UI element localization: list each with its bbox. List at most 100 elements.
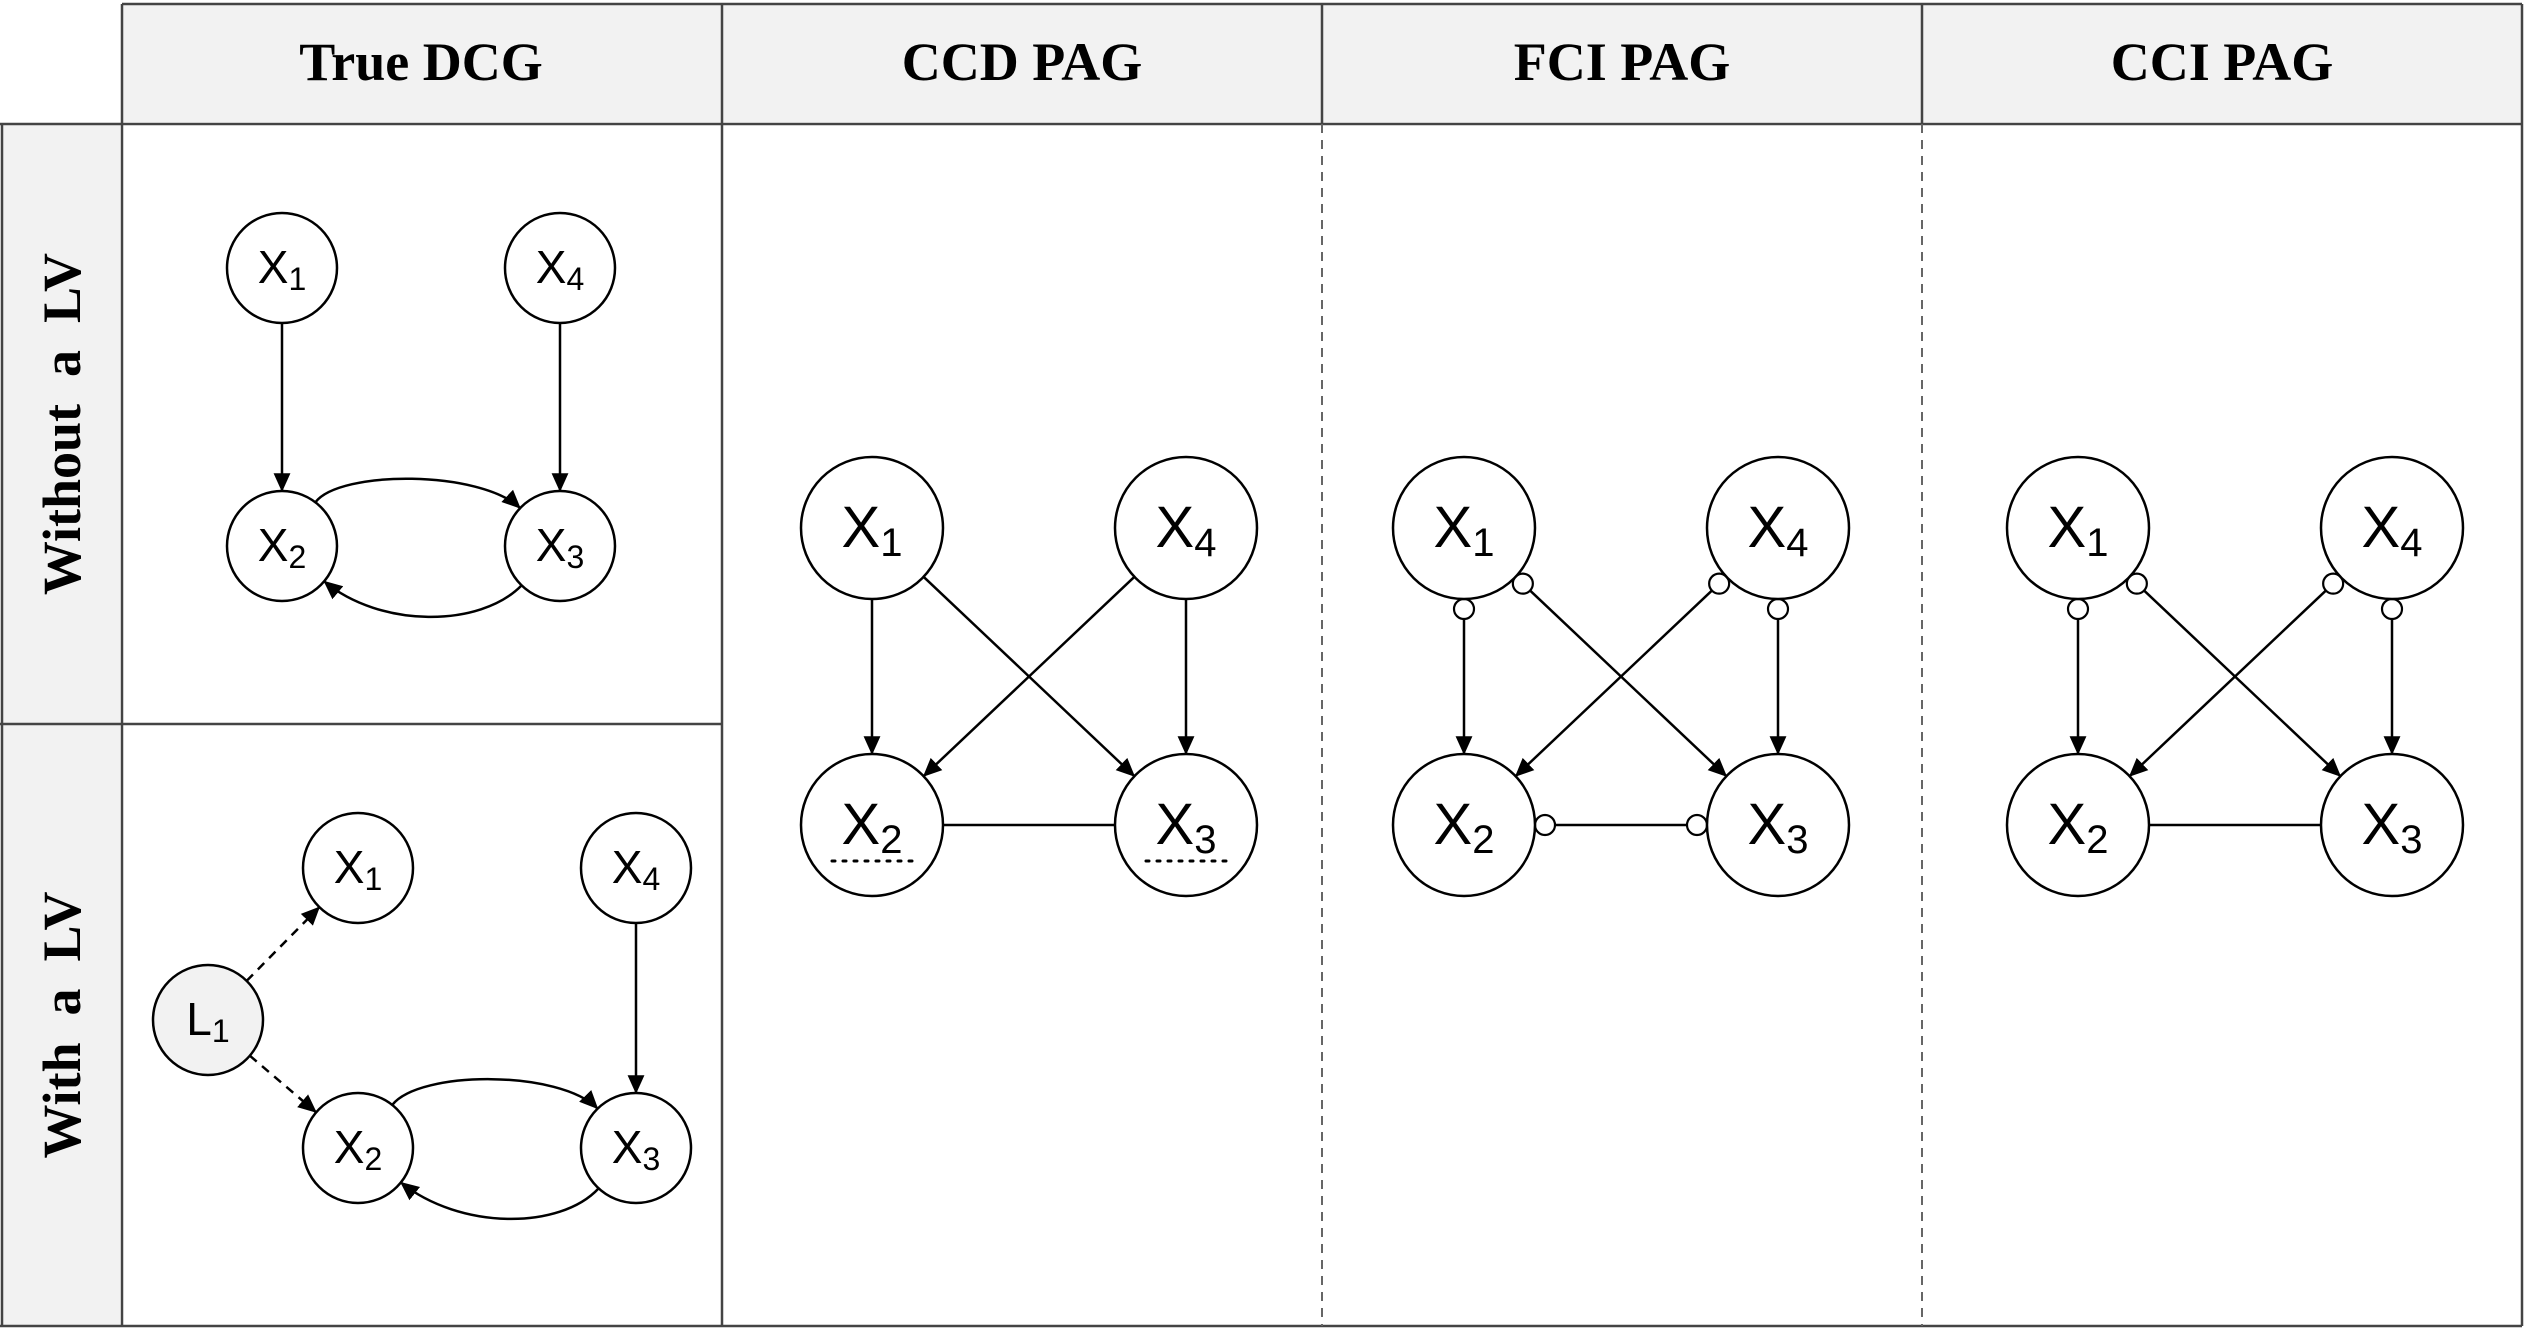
node-x3: X3 [1705, 752, 1851, 898]
node-x2-label: X2 [842, 792, 903, 862]
ccd-pag-edges [863, 575, 1195, 827]
edge-x2-x3 [391, 1077, 599, 1110]
node-x4: X4 [2319, 455, 2465, 601]
node-x3-label: X3 [1156, 792, 1217, 862]
column-header-fci-pag: FCI PAG [1514, 32, 1730, 92]
node-x3-label: X3 [2362, 792, 2423, 862]
node-x4: X4 [579, 811, 693, 925]
node-x3: X3 [579, 1091, 693, 1205]
node-x1: X1 [1391, 455, 1537, 601]
edge-x1-x3 [2143, 589, 2342, 778]
edge-x2-x3-head-circle-mark [1685, 813, 1709, 837]
node-x2-circle [799, 752, 945, 898]
node-x1-circle [1391, 455, 1537, 601]
fci-pag-edges [1452, 572, 1790, 837]
edge-x1-x3 [1529, 589, 1728, 778]
edge-l1-x2 [249, 1054, 317, 1114]
node-l1-label: L1 [186, 993, 229, 1049]
node-x1-circle [225, 211, 339, 325]
edge-x1-x2-tail-circle-mark [1452, 597, 1476, 621]
node-x1-label: X1 [2048, 495, 2109, 565]
node-x2: X2 [2005, 752, 2151, 898]
node-x2-label: X2 [1434, 792, 1495, 862]
edge-x4-x2 [2128, 589, 2327, 778]
node-x2-circle [2005, 752, 2151, 898]
true-dcg-with-lv-edges [245, 906, 645, 1221]
node-x2-label: X2 [2048, 792, 2109, 862]
node-x3-circle [579, 1091, 693, 1205]
node-l1: L1 [151, 963, 265, 1077]
node-x1-circle [799, 455, 945, 601]
column-separators-dashed [1321, 124, 1923, 1326]
node-x1: X1 [301, 811, 415, 925]
node-x1: X1 [225, 211, 339, 325]
node-x2-label: X2 [258, 519, 306, 575]
node-x2: X2 [301, 1091, 415, 1205]
node-x4-label: X4 [1156, 495, 1217, 565]
column-header-true-dcg: True DCG [299, 32, 542, 92]
node-l1-circle [151, 963, 265, 1077]
edge-x4-x3-tail-circle-mark [1766, 597, 1790, 621]
node-x4-circle [579, 811, 693, 925]
node-x3-circle [1705, 752, 1851, 898]
cci-pag-edges [2066, 572, 2404, 827]
node-x4-circle [1113, 455, 1259, 601]
node-x1-circle [2005, 455, 2151, 601]
node-x1: X1 [799, 455, 945, 601]
node-x2: X2 [799, 752, 945, 898]
node-x1-label: X1 [334, 841, 382, 897]
node-x2: X2 [225, 489, 339, 603]
edge-x1-x3-tail-circle-mark [2125, 572, 2148, 595]
node-x4: X4 [1113, 455, 1259, 601]
node-x2: X2 [1391, 752, 1537, 898]
node-x1-label: X1 [1434, 495, 1495, 565]
node-x1-label: X1 [842, 495, 903, 565]
node-x4-circle [503, 211, 617, 325]
node-x1-circle [301, 811, 415, 925]
node-x4-label: X4 [1748, 495, 1809, 565]
edge-x3-x2 [323, 580, 523, 619]
edge-x1-x3-tail-circle-mark [1511, 572, 1534, 595]
edge-x4-x2 [1514, 589, 1713, 778]
node-x3: X3 [1113, 752, 1259, 898]
node-x1: X1 [2005, 455, 2151, 601]
true-dcg-without-lv-edges [273, 323, 569, 619]
node-x3-circle [503, 489, 617, 603]
node-x2-circle [301, 1091, 415, 1205]
node-x4: X4 [1705, 455, 1851, 601]
column-header-ccd-pag: CCD PAG [902, 32, 1142, 92]
node-x3: X3 [2319, 752, 2465, 898]
node-x2-circle [1391, 752, 1537, 898]
node-x1-label: X1 [258, 241, 306, 297]
edge-x1-x2-tail-circle-mark [2066, 597, 2090, 621]
node-x2-label: X2 [334, 1121, 382, 1177]
edge-x3-x2 [400, 1181, 600, 1221]
node-x3-circle [2319, 752, 2465, 898]
node-x2-circle [225, 489, 339, 603]
node-x4-label: X4 [612, 841, 660, 897]
edge-x2-x3 [314, 477, 521, 510]
edge-x4-x2-tail-circle-mark [1708, 572, 1731, 595]
edge-x1-x3 [922, 575, 1136, 778]
node-x3-label: X3 [612, 1121, 660, 1177]
node-x4-label: X4 [2362, 495, 2423, 565]
node-x4-label: X4 [536, 241, 584, 297]
node-x4: X4 [503, 211, 617, 325]
node-x3-circle [1113, 752, 1259, 898]
edge-x4-x2-tail-circle-mark [2322, 572, 2345, 595]
node-x3: X3 [503, 489, 617, 603]
row-header-without-lv: Without a LV [32, 253, 92, 595]
node-x4-circle [1705, 455, 1851, 601]
